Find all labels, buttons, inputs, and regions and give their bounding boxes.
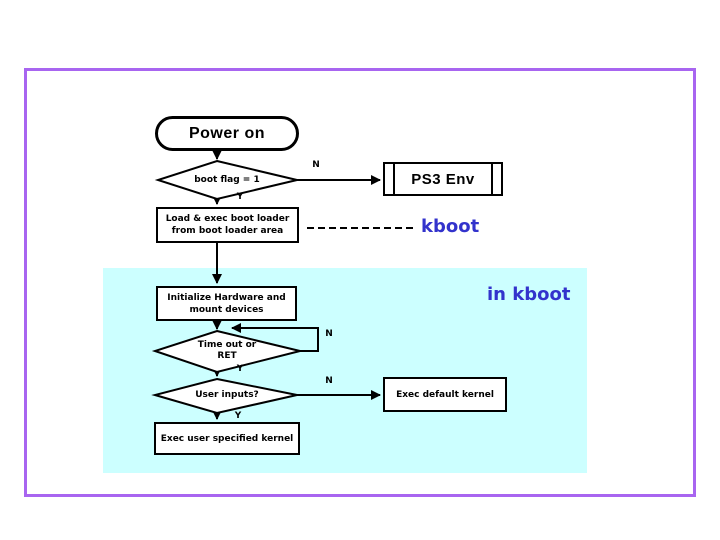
node-exec-user-kernel: Exec user specified kernel	[154, 422, 300, 455]
node-load-boot-loader: Load & exec boot loader from boot loader…	[156, 207, 299, 243]
kboot-annotation: kboot	[421, 216, 480, 237]
branch-label-y-timeout: Y	[236, 364, 244, 374]
branch-label-n-timeout: N	[325, 329, 333, 339]
decision-label-user-inputs: User inputs?	[195, 390, 259, 400]
outer-border	[24, 68, 696, 497]
branch-label-y-boot-flag: Y	[236, 192, 244, 202]
decision-label-timeout: Time out or RET	[197, 340, 257, 361]
node-power-on: Power on	[155, 116, 299, 151]
node-exec-default-kernel: Exec default kernel	[383, 377, 507, 412]
branch-label-n-boot-flag: N	[312, 160, 320, 170]
decision-diamond-timeout	[151, 329, 301, 374]
branch-label-y-user-inputs: Y	[234, 411, 242, 421]
node-initialize-hardware: Initialize Hardware and mount devices	[156, 286, 297, 321]
decision-label-boot-flag: boot flag = 1	[194, 175, 260, 185]
decision-diamond-boot-flag	[154, 159, 298, 201]
decision-diamond-user-inputs	[151, 377, 298, 415]
branch-label-n-user-inputs: N	[325, 376, 333, 386]
node-ps3-env: PS3 Env	[383, 162, 503, 196]
in-kboot-annotation: in kboot	[487, 284, 571, 305]
